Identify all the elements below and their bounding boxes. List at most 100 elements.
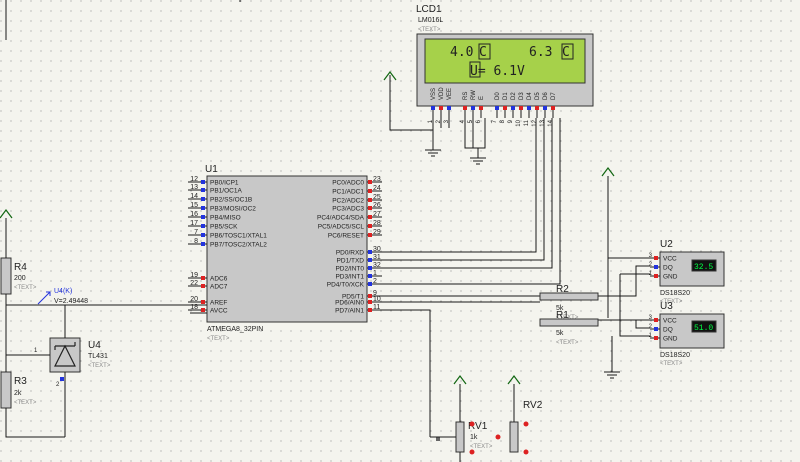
mcu-right-pin-marker (368, 206, 372, 210)
mcu-left-pin-marker (201, 224, 205, 228)
sensor-pin-number: 2 (649, 324, 653, 330)
u4-part: TL431 (88, 353, 108, 360)
sensor-vcc-power (601, 167, 615, 177)
r4-ref: R4 (14, 262, 27, 273)
sensor-pin-name: DQ (663, 327, 673, 334)
lcd-pin-name-d1: D1 (503, 92, 509, 100)
rv1-wiper-marker (436, 437, 440, 441)
lcd-pin-name-e: E (479, 96, 485, 100)
mcu-right-pin-name: PD4/T0/XCK (327, 282, 365, 289)
sensor-pin-marker (654, 265, 658, 269)
u4-pin-marker (60, 377, 64, 381)
mcu-right-pin-number: 9 (373, 290, 377, 297)
lcd-pin-marker (479, 106, 483, 110)
lcd-pin-name-vss: VSS (431, 88, 437, 100)
mcu-right-pin-number: 11 (373, 304, 380, 311)
mcu-right-pin-marker (368, 294, 372, 298)
lcd-pin-name-rw: RW (471, 90, 477, 100)
lcd-pin-number: 12 (532, 119, 538, 126)
sensor-pin-name: VCC (663, 256, 677, 263)
lcd-vcc-power (383, 71, 397, 81)
mcu-right-pin-name: PC4/ADC4/SDA (317, 215, 365, 222)
lcd1-ref: LCD1 (416, 4, 442, 15)
lcd-pin-number: 5 (468, 119, 474, 123)
mcu-left-pin-name: PB4/MISO (210, 215, 241, 222)
mcu-right-pin-name: PC6/RESET (328, 233, 364, 240)
u4-diode-symbol (54, 344, 76, 367)
lcd-pin-name-d7: D7 (551, 92, 557, 100)
rv2[interactable]: RV2 (495, 400, 543, 455)
lcd-pin-number: 8 (500, 119, 506, 123)
mcu-right-pin-name: PD0/RXD (336, 250, 364, 257)
mcu-right-pin-marker (368, 274, 372, 278)
mcu-right-pin-marker (368, 300, 372, 304)
lcd-pin-name-d4: D4 (527, 92, 533, 100)
mcu-left-pin-number: 16 (190, 211, 198, 218)
mcu-left-pin-name: ADC6 (210, 276, 228, 283)
sensor-pin-name: GND (663, 274, 678, 281)
r2-body (539, 292, 599, 301)
r3-value: 2k (14, 390, 22, 397)
sensor-pin-name: DQ (663, 265, 673, 272)
mcu-left-pin-number: 13 (190, 184, 198, 191)
u2-display (691, 259, 717, 272)
r1-value: 5k (556, 330, 564, 337)
lcd1-text-tag: <TEXT> (418, 27, 441, 33)
mcu-left-pin-number: 8 (194, 238, 198, 245)
u4-text-tag: <TEXT> (88, 363, 111, 369)
mcu-right-pin-name: PD7/AIN1 (335, 308, 364, 315)
lcd1-line1-right-unit: C (562, 45, 570, 60)
mcu-right-pin-name: PC5/ADC5/SCL (318, 224, 365, 231)
u2-display-value: 32.5 (694, 263, 713, 272)
lcd-pin-name-d5: D5 (535, 92, 541, 100)
mcu-left-pin-marker (201, 300, 205, 304)
lcd1-line1-right: 6.3 (529, 45, 552, 60)
mcu-right-pin-marker (368, 224, 372, 228)
mcu-right-pin-number: 29 (373, 229, 381, 236)
mcu-left-pin-name: PB1/OC1A (210, 188, 242, 195)
rv1-text-tag: <TEXT> (470, 444, 493, 450)
mcu-left-pin-marker (201, 276, 205, 280)
mcu-left-pin-marker (201, 233, 205, 237)
lcd-pin-number: 6 (476, 119, 482, 123)
u1-text-tag: <TEXT> (207, 336, 230, 342)
r1[interactable]: R1 5k <TEXT> (539, 310, 599, 346)
lcd1-line1-left: 4.0 (450, 45, 473, 60)
lcd-pin-number: 2 (436, 119, 442, 123)
mcu-right-pin-name: PD6/AIN0 (335, 300, 364, 307)
mcu-right-pin-name: PC2/ADC2 (332, 198, 364, 205)
rv1-body (455, 421, 465, 453)
mcu-left-pin-number: 18 (190, 304, 198, 311)
sensor-pin-name: GND (663, 336, 678, 343)
lcd-pin-number: 10 (516, 119, 522, 126)
rv1-pin-bottom (469, 449, 475, 455)
u3-display (691, 320, 717, 333)
r1-ref: R1 (556, 310, 569, 321)
sensor-pin-marker (654, 336, 658, 340)
lcd-pin-marker (543, 106, 547, 110)
mcu-left-pin-name: PB3/MOSI/OC2 (210, 206, 256, 213)
lcd-wiring (380, 75, 561, 285)
u4-pin-b: 2 (56, 382, 60, 388)
mcu-right-pin-name: PD2/INT0 (335, 266, 364, 273)
r3-ref: R3 (14, 376, 27, 387)
mcu-right-pin-number: 2 (373, 278, 377, 285)
r2[interactable]: R2 5k <TEXT> (539, 284, 599, 321)
mcu-right-pin-marker (368, 180, 372, 184)
u3-text-tag: <TEXT> (660, 361, 683, 367)
lcd-pin-marker (551, 106, 555, 110)
mcu-left-pin-marker (201, 180, 205, 184)
lcd-pin-marker (527, 106, 531, 110)
mcu-right-pin-marker (368, 198, 372, 202)
mcu-left-pin-number: 14 (190, 193, 198, 200)
lcd-pin-marker (431, 106, 435, 110)
mcu-right-pin-number: 30 (373, 246, 381, 253)
sensor-pin-marker (654, 327, 658, 331)
mcu-right-pin-number: 25 (373, 194, 381, 201)
lcd1[interactable]: LCD1 LM016L <TEXT> 4.0 C 6.3 C U= 6.1V V… (416, 4, 594, 127)
